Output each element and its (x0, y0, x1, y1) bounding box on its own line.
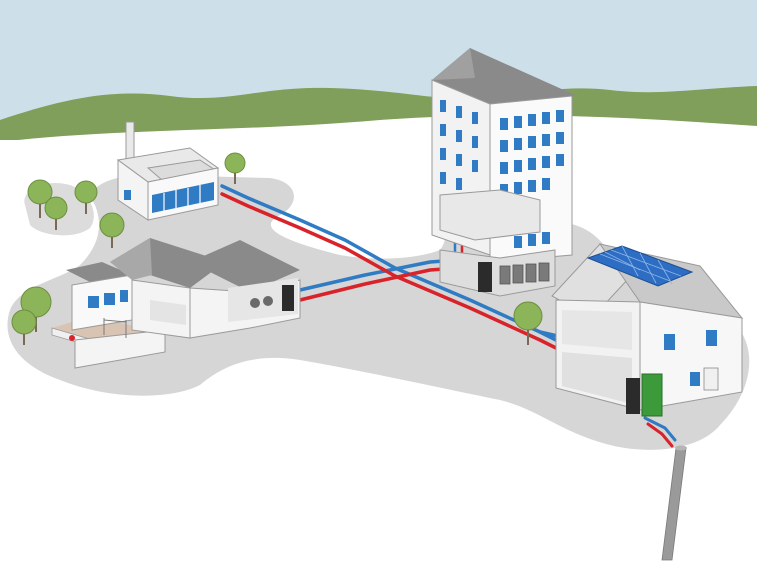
house-appliance (703, 367, 719, 391)
tower-cutaway-basement (439, 249, 556, 297)
school-window (104, 293, 115, 305)
play-equipment (103, 318, 127, 338)
boiler-unit (250, 298, 260, 308)
tree (513, 301, 543, 345)
school-window (88, 296, 99, 308)
factory-chimney (125, 121, 135, 161)
factory-side-window (124, 190, 131, 200)
factory-building (116, 121, 220, 221)
tree (44, 196, 68, 230)
house-cutaway-upper (562, 310, 632, 350)
tree (27, 179, 53, 218)
tower-boilers (499, 262, 550, 285)
school-window (120, 290, 128, 302)
apartment-tower (431, 48, 575, 297)
storage-tank (282, 285, 294, 311)
school-building (51, 238, 301, 369)
school-plant-room (228, 278, 298, 322)
house-storage-tank (626, 378, 640, 414)
trees (11, 152, 543, 345)
heat-exchanger-unit (641, 373, 663, 417)
return-pipe-borehole (643, 416, 677, 442)
school-main-roof-front (110, 238, 152, 280)
school-playground-wall (74, 329, 166, 369)
solar-panel (586, 245, 694, 287)
school-interior (150, 300, 186, 325)
tower-windows-front (500, 110, 564, 248)
single-family-house (551, 243, 744, 417)
tree (99, 212, 125, 248)
supply-pipe-borehole (646, 422, 674, 448)
geothermal-borehole (661, 445, 687, 561)
tower-roof-front (432, 48, 475, 80)
tree (224, 152, 246, 184)
house-cutaway-lower (562, 352, 632, 404)
tree (74, 180, 98, 214)
tower-cutaway (439, 189, 541, 241)
factory-window-mullions (163, 185, 201, 211)
boiler-unit (263, 296, 273, 306)
solar-panel-grid (599, 245, 682, 285)
tower-windows-side (440, 100, 478, 190)
borehole-head (675, 445, 687, 451)
tree (11, 309, 37, 345)
factory-windows (152, 182, 214, 213)
playground-ball (69, 335, 75, 341)
tower-storage-tank (478, 262, 492, 292)
house-window (664, 334, 675, 350)
house-window (706, 330, 717, 346)
house-window (690, 372, 700, 386)
school-annex-roof (190, 240, 300, 292)
